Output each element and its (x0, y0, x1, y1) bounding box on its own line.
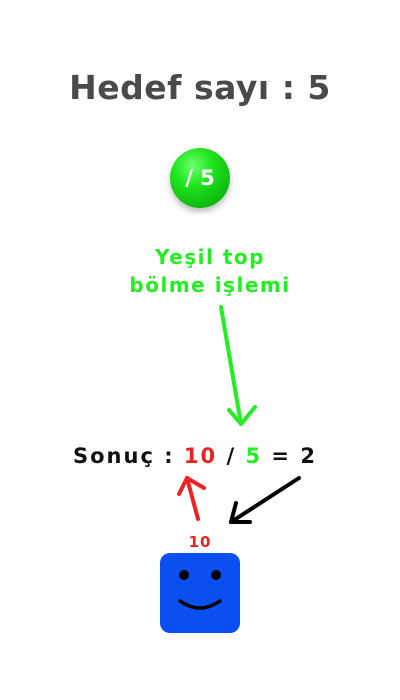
caption-line-2: bölme işlemi (129, 273, 291, 297)
player-value: 10 (188, 533, 212, 551)
result-equals: = (271, 444, 291, 468)
ball-label: / 5 (185, 166, 215, 190)
black-arrow-icon (229, 476, 301, 524)
green-division-ball: / 5 (170, 148, 230, 208)
result-answer: 2 (300, 444, 317, 468)
result-operand-2: 5 (245, 444, 263, 468)
result-equation: Sonuç : 10 / 5 = 2 (73, 444, 317, 468)
caption-line-1: Yeşil top (155, 245, 265, 269)
result-operand-1: 10 (183, 444, 218, 468)
target-number-title: Hedef sayı : 5 (69, 68, 331, 107)
player-character[interactable] (160, 553, 240, 633)
red-arrow-icon (177, 476, 206, 521)
green-arrow-icon (219, 305, 257, 426)
smiley-face-icon (178, 570, 222, 610)
green-ball-caption: Yeşil top bölme işlemi (100, 243, 320, 299)
result-label: Sonuç : (73, 444, 175, 468)
result-operator: / (226, 444, 237, 468)
